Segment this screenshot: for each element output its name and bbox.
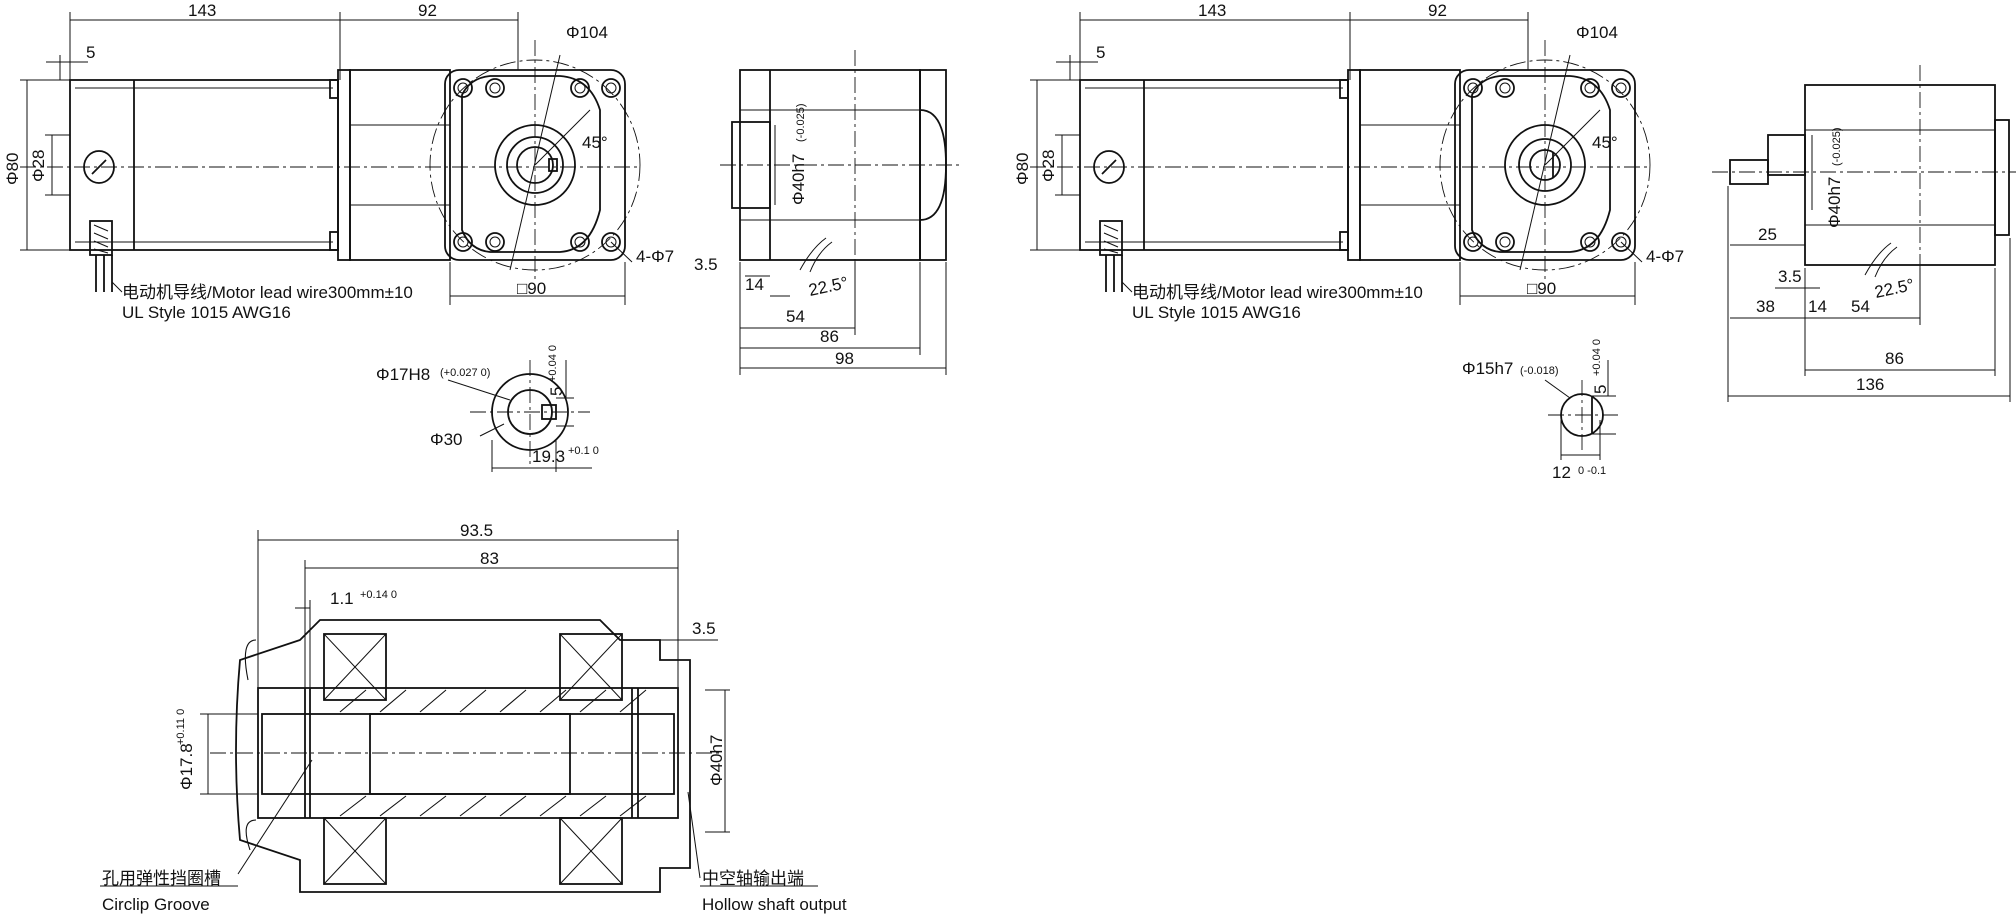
dim-19-3: 19.3 [532, 447, 565, 466]
dim-phi15h7-tol: (-0.018) [1520, 365, 1559, 377]
dim-phi17h8-tol: (+0.027 0) [440, 367, 490, 379]
lead-wire-label: 电动机导线/Motor lead wire300mm±10 [122, 283, 413, 302]
gearhead-front-face-hollow [429, 40, 641, 280]
dim-1-1-tol: +0.14 0 [360, 589, 397, 601]
dim-phi104: Φ104 [566, 23, 608, 42]
dim-92-v2: 92 [1428, 1, 1447, 20]
bore-key-detail [447, 360, 592, 472]
dim-19-3-tol: +0.1 0 [568, 445, 599, 457]
dim-phi40h7: Φ40h7 [789, 154, 808, 205]
dim-phi28: Φ28 [29, 150, 48, 182]
dim-54: 54 [786, 307, 805, 326]
screw-icon [1463, 78, 1631, 252]
dim-4-phi7: 4-Φ7 [636, 247, 674, 266]
dim-phi40h7-hs: Φ40h7 [707, 735, 726, 786]
dim-5-v2: 5 [1096, 43, 1105, 62]
gearhead-end-view-solid [1712, 65, 2016, 300]
dim-3-5: 3.5 [694, 255, 718, 274]
circlip-groove-cn-label: 孔用弹性挡圈槽 [102, 869, 221, 888]
dim-143-v2: 143 [1198, 1, 1226, 20]
dim-1-1: 1.1 [330, 589, 354, 608]
dim-phi104-v2: Φ104 [1576, 23, 1618, 42]
dim-square90-v2: □90 [1527, 279, 1556, 298]
dim-key-5-tol: +0.04 0 [547, 345, 559, 382]
dimension-lines-view1 [20, 12, 947, 375]
dim-3-5-hs: 3.5 [692, 619, 716, 638]
hollow-shaft-section [210, 619, 720, 893]
motor-side-view-solid [1030, 69, 1650, 292]
dim-45deg: 45° [582, 133, 608, 152]
dimension-lines-view3 [200, 530, 730, 879]
dim-22-5deg: 22.5° [807, 273, 850, 300]
hollow-shaft-cn-label: 中空轴输出端 [702, 869, 804, 888]
dimension-lines-view2 [1030, 12, 2011, 402]
dim-phi40h7-tol-v2: (-0.025) [1831, 127, 1843, 166]
dim-12: 12 [1552, 463, 1571, 482]
dim-98: 98 [835, 349, 854, 368]
dim-14-v2: 14 [1808, 297, 1827, 316]
dim-12-tol: 0 -0.1 [1578, 465, 1606, 477]
dim-phi17-8: Φ17.8 [177, 743, 196, 790]
dim-phi17h8: Φ17H8 [376, 365, 430, 384]
dim-phi80-v2: Φ80 [1013, 153, 1032, 185]
dim-phi28-v2: Φ28 [1039, 150, 1058, 182]
dim-phi30: Φ30 [430, 430, 462, 449]
dim-5: 5 [86, 43, 95, 62]
dim-key-5: 5 [547, 387, 566, 396]
dim-83: 83 [480, 549, 499, 568]
dim-143: 143 [188, 1, 216, 20]
dim-25: 25 [1758, 225, 1777, 244]
dim-4-phi7-v2: 4-Φ7 [1646, 247, 1684, 266]
ul-style-label-v2: UL Style 1015 AWG16 [1132, 303, 1301, 322]
gearhead-front-face-solid [1439, 40, 1651, 280]
dim-flat-5: 5 [1591, 385, 1610, 394]
circlip-groove-en-label: Circlip Groove [102, 895, 210, 914]
dim-86-v2: 86 [1885, 349, 1904, 368]
ul-style-label: UL Style 1015 AWG16 [122, 303, 291, 322]
dim-38: 38 [1756, 297, 1775, 316]
dim-14: 14 [745, 275, 764, 294]
dim-54-v2: 54 [1851, 297, 1870, 316]
dim-136: 136 [1856, 375, 1884, 394]
motor-side-view-hollow [20, 69, 640, 292]
dim-square90: □90 [517, 279, 546, 298]
dim-92: 92 [418, 1, 437, 20]
dim-86: 86 [820, 327, 839, 346]
dim-flat-5-tol: +0.04 0 [1591, 339, 1603, 376]
lead-wire-label-v2: 电动机导线/Motor lead wire300mm±10 [1132, 283, 1423, 302]
dim-phi80: Φ80 [3, 153, 22, 185]
dim-3-5-v2: 3.5 [1778, 267, 1802, 286]
dim-phi17-8-tol: +0.11 0 [175, 709, 187, 745]
dim-phi15h7: Φ15h7 [1462, 359, 1513, 378]
dim-22-5deg-v2: 22.5° [1873, 275, 1916, 302]
shaft-flat-detail [1544, 360, 1618, 460]
hollow-shaft-en-label: Hollow shaft output [702, 895, 847, 914]
dim-45deg-v2: 45° [1592, 133, 1618, 152]
dim-phi40h7-v2: Φ40h7 [1825, 177, 1844, 228]
gearhead-end-view-hollow [720, 50, 960, 290]
dim-93-5: 93.5 [460, 521, 493, 540]
dim-phi40h7-tol: (-0.025) [795, 103, 807, 142]
